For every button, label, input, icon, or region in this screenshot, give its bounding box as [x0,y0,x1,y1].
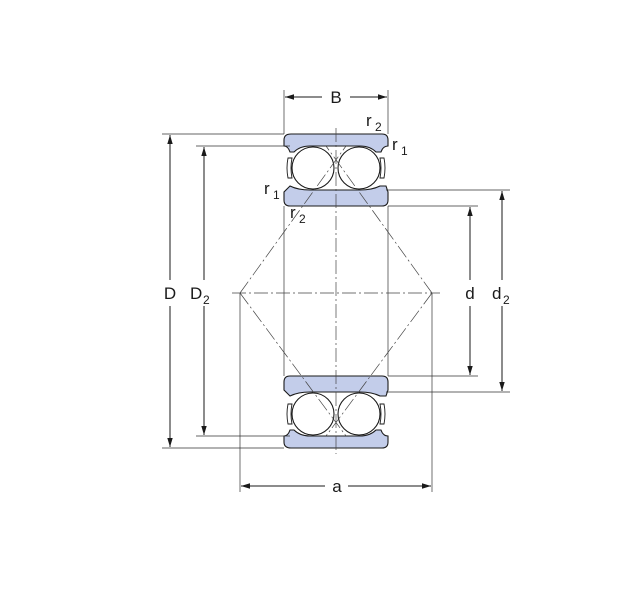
svg-text:2: 2 [375,120,382,134]
svg-text:1: 1 [401,144,408,158]
svg-text:r: r [290,203,296,222]
contact-line-lower-right [325,292,433,437]
label-r2-top: r 2 [366,111,382,134]
lower-left-seal [286,403,293,425]
lower-right-ball [337,392,381,436]
svg-text:2: 2 [503,293,510,307]
dimension-d: d [388,205,478,377]
upper-right-seal [379,157,386,179]
lower-section [283,375,389,449]
label-d: d [465,284,474,303]
dimension-D: D [162,133,284,449]
lower-inner-ring [283,375,389,397]
svg-text:r: r [264,179,270,198]
dimension-d2: d 2 [386,189,510,393]
label-d2: d 2 [492,284,510,307]
upper-right-ball [337,146,381,190]
construction-lines [232,128,440,454]
svg-text:D: D [190,284,202,303]
contact-line-lower-left [239,292,347,437]
svg-text:1: 1 [273,188,280,202]
label-r1-left: r 1 [264,179,280,202]
label-B: B [330,88,341,107]
lower-right-seal [379,403,386,425]
dimension-B: B [283,88,389,134]
dimension-a: a [239,293,433,496]
contact-line-upper-right [325,145,433,294]
upper-left-ball [291,146,335,190]
label-a: a [332,477,342,496]
svg-text:r: r [366,111,372,130]
label-D2: D 2 [190,284,210,307]
label-r1-top: r 1 [392,135,408,158]
contact-line-upper-left [239,145,347,294]
label-r2-left: r 2 [290,203,306,226]
svg-text:d: d [492,284,501,303]
svg-text:2: 2 [203,293,210,307]
dimension-D2: D 2 [190,145,290,437]
svg-text:2: 2 [299,212,306,226]
lower-left-ball [291,392,335,436]
svg-text:r: r [392,135,398,154]
upper-left-seal [286,157,293,179]
label-D: D [164,284,176,303]
